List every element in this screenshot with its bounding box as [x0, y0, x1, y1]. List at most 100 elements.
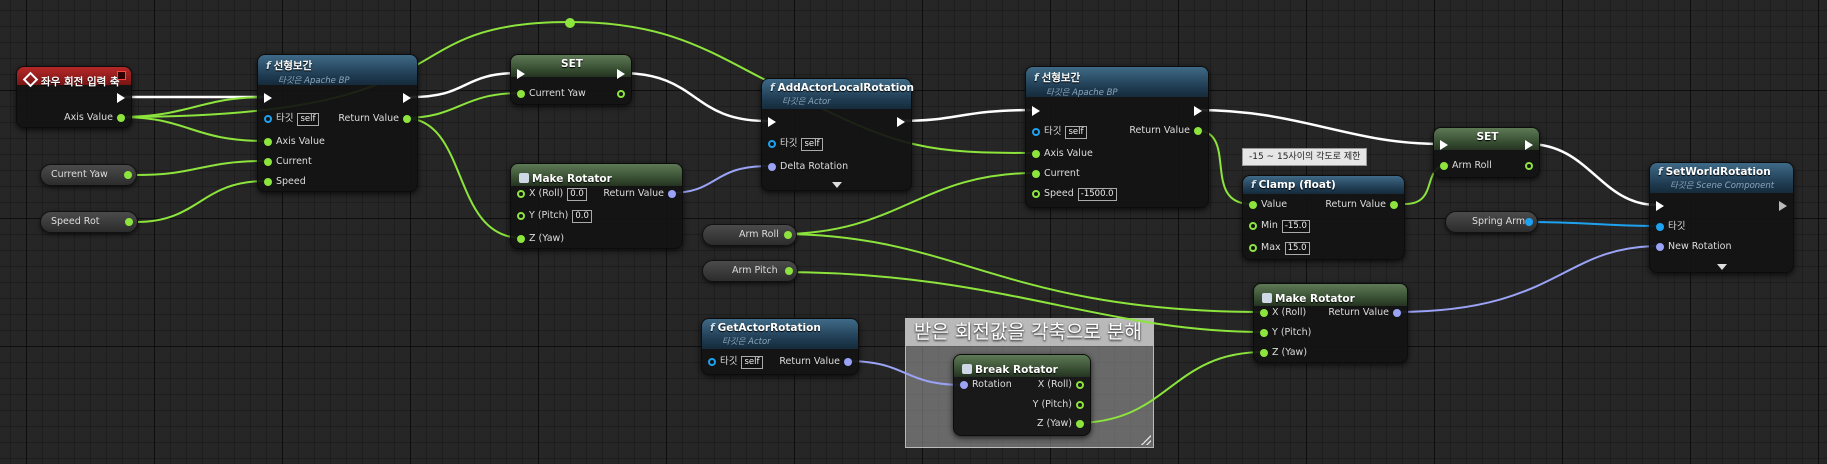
float-pin-icon[interactable] — [1440, 162, 1448, 170]
exec-in-pin[interactable] — [764, 114, 780, 130]
exec-in-pin[interactable] — [1652, 198, 1668, 214]
current-pin[interactable]: Current — [1028, 166, 1080, 182]
node-comment-bubble[interactable]: -15 ~ 15사이의 각도로 제한 — [1242, 148, 1368, 166]
self-value[interactable]: self — [297, 112, 319, 126]
y-pitch-pin[interactable]: Y (Pitch)0.0 — [513, 208, 592, 224]
float-pin-icon[interactable] — [1525, 162, 1533, 170]
exec-arrow-icon[interactable] — [617, 69, 625, 79]
spring-arm-getter[interactable]: Spring Arm — [1445, 211, 1538, 233]
float-pin-icon[interactable] — [1076, 420, 1084, 428]
float-pin-icon[interactable] — [517, 235, 525, 243]
float-pin-icon[interactable] — [117, 114, 125, 122]
self-value[interactable]: self — [741, 355, 763, 369]
struct-pin-icon[interactable] — [844, 358, 852, 366]
set-arm-roll-node[interactable]: SET Arm Roll — [1433, 127, 1540, 178]
break-rotator-node[interactable]: Break Rotator Rotation X (Roll) Y (Pitch… — [953, 354, 1091, 436]
event-header[interactable]: 좌우 회전 입력 축 — [17, 67, 131, 88]
float-pin-icon[interactable] — [517, 90, 525, 98]
chevron-down-icon[interactable] — [1716, 264, 1727, 270]
return-value-pin[interactable]: Return Value — [1328, 305, 1405, 321]
y-pitch-out-pin[interactable]: Y (Pitch) — [1033, 397, 1088, 413]
float-pin-icon[interactable] — [403, 115, 411, 123]
return-value-pin[interactable]: Return Value — [1129, 123, 1206, 139]
z-yaw-out-pin[interactable]: Z (Yaw) — [1037, 416, 1088, 432]
object-pin-icon[interactable] — [1525, 218, 1533, 226]
axis-value-pin[interactable]: Axis Value — [260, 134, 325, 150]
object-pin-icon[interactable] — [264, 115, 272, 123]
exec-arrow-icon[interactable] — [1032, 106, 1040, 116]
object-pin-icon[interactable] — [1032, 128, 1040, 136]
z-yaw-pin[interactable]: Z (Yaw) — [1256, 345, 1307, 361]
exec-out-pin[interactable] — [1190, 103, 1206, 119]
make-rotator-node-1[interactable]: Make Rotator X (Roll)0.0 Return Value Y … — [510, 163, 683, 249]
float-pin-icon[interactable] — [125, 218, 133, 226]
new-rotation-pin[interactable]: New Rotation — [1652, 239, 1731, 255]
arm-roll-out-pin[interactable] — [1521, 158, 1537, 174]
x-roll-pin[interactable]: X (Roll) — [1256, 305, 1306, 321]
object-pin-icon[interactable] — [768, 140, 776, 148]
struct-pin-icon[interactable] — [768, 163, 776, 171]
float-pin-icon[interactable] — [1390, 201, 1398, 209]
min-pin[interactable]: Min-15.0 — [1245, 218, 1310, 234]
float-pin-icon[interactable] — [124, 171, 132, 179]
return-value-pin[interactable]: Return Value — [338, 111, 415, 127]
x-value-field[interactable]: 0.0 — [567, 187, 587, 201]
exec-in-pin[interactable] — [1028, 103, 1044, 119]
float-pin-icon[interactable] — [1260, 349, 1268, 357]
exec-out-pin[interactable] — [1521, 137, 1537, 153]
rotation-in-pin[interactable]: Rotation — [956, 377, 1012, 393]
exec-arrow-icon[interactable] — [517, 69, 525, 79]
arm-pitch-getter[interactable]: Arm Pitch — [702, 260, 798, 282]
value-pin[interactable]: Value — [1245, 197, 1287, 213]
current-yaw-in-pin[interactable]: Current Yaw — [513, 86, 586, 102]
exec-arrow-icon[interactable] — [1440, 140, 1448, 150]
set-header[interactable]: SET — [511, 55, 631, 77]
make-rotator-node-2[interactable]: Make Rotator X (Roll) Return Value Y (Pi… — [1253, 283, 1408, 363]
float-pin-icon[interactable] — [1260, 309, 1268, 317]
max-value-field[interactable]: 15.0 — [1284, 241, 1310, 255]
exec-arrow-icon[interactable] — [264, 93, 272, 103]
arm-roll-in-pin[interactable]: Arm Roll — [1436, 158, 1492, 174]
exec-arrow-icon[interactable] — [403, 93, 411, 103]
float-pin-icon[interactable] — [617, 90, 625, 98]
float-pin-icon[interactable] — [1076, 381, 1084, 389]
exec-arrow-icon[interactable] — [897, 117, 905, 127]
set-header[interactable]: SET — [1434, 128, 1539, 150]
struct-header[interactable]: Make Rotator — [511, 164, 682, 186]
return-value-pin[interactable]: Return Value — [603, 186, 680, 202]
exec-in-pin[interactable] — [260, 90, 276, 106]
float-pin-icon[interactable] — [1194, 127, 1202, 135]
float-pin-icon[interactable] — [1260, 329, 1268, 337]
exec-out-pin[interactable] — [113, 90, 129, 106]
object-pin-icon[interactable] — [708, 358, 716, 366]
struct-header[interactable]: Make Rotator — [1254, 284, 1407, 306]
float-pin-icon[interactable] — [264, 178, 272, 186]
speed-pin[interactable]: Speed — [260, 174, 306, 190]
float-pin-icon[interactable] — [1076, 401, 1084, 409]
float-pin-icon[interactable] — [784, 231, 792, 239]
struct-pin-icon[interactable] — [1656, 243, 1664, 251]
delegate-pin-icon[interactable] — [117, 71, 126, 80]
current-yaw-out-pin[interactable] — [613, 86, 629, 102]
chevron-down-icon[interactable] — [831, 182, 842, 188]
float-pin-icon[interactable] — [1032, 150, 1040, 158]
exec-arrow-icon[interactable] — [1525, 140, 1533, 150]
speed-value-field[interactable]: -1500.0 — [1077, 187, 1117, 201]
float-pin-icon[interactable] — [517, 212, 525, 220]
float-pin-icon[interactable] — [785, 267, 793, 275]
exec-arrow-icon[interactable] — [117, 93, 125, 103]
